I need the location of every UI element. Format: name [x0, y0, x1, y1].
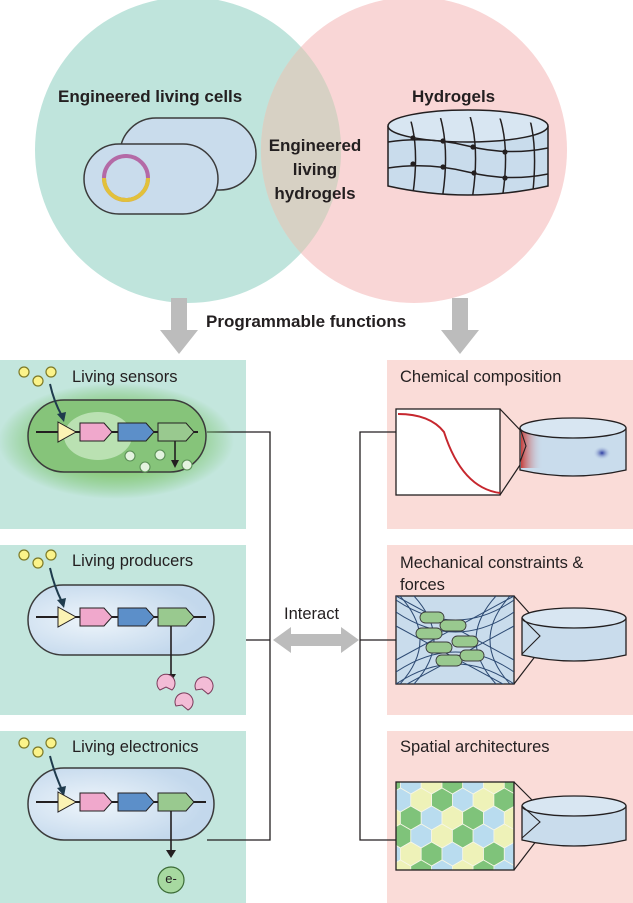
embedded-cells	[415, 611, 485, 667]
hex-cell	[431, 859, 453, 870]
down-arrow-left	[160, 298, 198, 354]
concentration-plot	[395, 408, 501, 496]
interact-label: Interact	[284, 605, 340, 623]
gene-blue	[117, 422, 155, 442]
mechanical-title-line-1: Mechanical constraints &	[400, 554, 584, 572]
down-arrow-right	[441, 298, 479, 354]
electron-label: e-	[165, 871, 177, 886]
chemical-composition-title: Chemical composition	[400, 368, 562, 386]
produced-molecules	[156, 673, 214, 711]
venn-overlap-label: Engineered living hydrogels	[258, 134, 372, 206]
producer-gene-circuit	[36, 606, 206, 682]
producer-inputs	[18, 549, 57, 569]
mechanical-title-line-2: forces	[400, 576, 445, 594]
spatial-hydrogel-cylinder	[521, 795, 627, 847]
venn-left-label: Engineered living cells	[58, 87, 243, 106]
promoter-arrow	[57, 421, 78, 443]
hex-cell	[451, 859, 474, 870]
hex-cell	[472, 859, 495, 870]
hex-cell	[410, 859, 433, 870]
spatial-architectures-title: Spatial architectures	[400, 738, 550, 756]
hydrogel-cylinder-illustration	[387, 109, 549, 196]
venn-overlap	[260, 46, 342, 254]
programmable-functions-heading: Programmable functions	[206, 312, 407, 331]
hex-cells	[396, 782, 514, 870]
overlap-line-3: hydrogels	[274, 184, 356, 203]
sensor-outputs	[124, 449, 193, 473]
living-sensors-title: Living sensors	[72, 368, 178, 386]
mechanical-constraints-title: Mechanical constraints & forces	[400, 552, 583, 596]
mech-hydrogel-cylinder	[521, 607, 627, 662]
electron-bubble	[157, 866, 185, 894]
gene-green	[157, 422, 195, 442]
electronics-inputs	[18, 737, 57, 758]
bacteria-illustration	[83, 117, 257, 215]
interact-double-arrow	[273, 627, 359, 653]
electronics-gene-circuit	[36, 791, 206, 858]
sensor-gene-circuit	[36, 421, 198, 468]
venn-right-label: Hydrogels	[412, 87, 496, 106]
sensor-inputs	[18, 366, 57, 387]
chem-zoom-lines	[499, 408, 523, 496]
chem-hydrogel-cylinder	[519, 417, 627, 477]
living-producers-title: Living producers	[72, 552, 194, 570]
living-electronics-title: Living electronics	[72, 738, 199, 756]
overlap-line-2: living	[292, 160, 338, 179]
concentration-curve	[397, 413, 501, 494]
overlap-line-1: Engineered	[268, 136, 362, 155]
gene-pink	[79, 422, 113, 442]
hex-cell	[396, 859, 412, 870]
hex-cell	[493, 859, 514, 870]
connector-lines	[207, 431, 396, 841]
